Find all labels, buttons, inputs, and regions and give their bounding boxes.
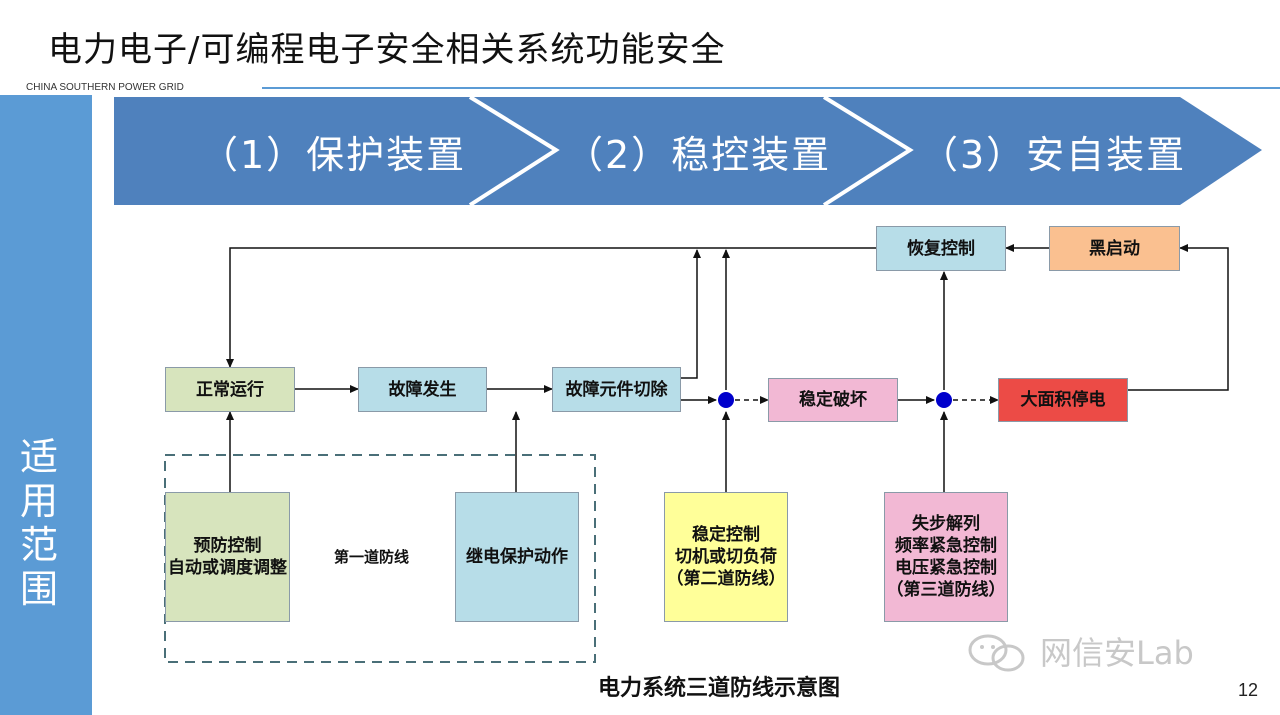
node-restore-control: 恢复控制 (876, 226, 1006, 271)
sidebar-label: 适用范围 (20, 435, 59, 611)
diagram-caption: 电力系统三道防线示意图 (598, 676, 841, 701)
node-stability-loss: 稳定破坏 (768, 378, 898, 422)
node-fault-removal: 故障元件切除 (552, 367, 681, 412)
phase-chevron-1 (114, 97, 556, 205)
arrow-removal-up (681, 249, 701, 379)
node-relay-protection: 继电保护动作 (455, 492, 579, 622)
first-line-label: 第一道防线 (334, 548, 410, 566)
page-number: 12 (1237, 680, 1258, 700)
node-blackout: 大面积停电 (998, 378, 1128, 422)
sidebar: 适用范围 (0, 95, 92, 715)
node-stability-control: 稳定控制 切机或切负荷 （第二道防线） (664, 492, 788, 622)
arrow-restore-to-normal (226, 247, 876, 368)
junction-2 (936, 392, 952, 408)
phase-label-stability: （2）稳控装置 (565, 133, 832, 177)
header-rule (262, 87, 1280, 89)
phase-chevron-2 (470, 97, 910, 205)
node-emergency-control: 失步解列 频率紧急控制 电压紧急控制 （第三道防线） (884, 492, 1008, 622)
watermark: 网信安Lab (1040, 634, 1194, 672)
phase-banner (114, 95, 1262, 207)
node-normal-operation: 正常运行 (165, 367, 295, 412)
phase-chevron-3 (824, 97, 1262, 205)
wechat-icon (968, 634, 1025, 672)
node-black-start: 黑启动 (1049, 226, 1180, 271)
page-title: 电力电子/可编程电子安全相关系统功能安全 (48, 30, 726, 70)
node-fault-occurs: 故障发生 (358, 367, 487, 412)
first-line-region (164, 454, 596, 663)
arrow-blackout-to-blackstart (1128, 244, 1229, 391)
node-preventive-control: 预防控制 自动或调度调整 (165, 492, 290, 622)
phase-label-automation: （3）安自装置 (920, 133, 1187, 177)
junction-1 (718, 392, 734, 408)
phase-label-protection: （1）保护装置 (200, 133, 467, 177)
company-name: CHINA SOUTHERN POWER GRID (26, 82, 184, 93)
